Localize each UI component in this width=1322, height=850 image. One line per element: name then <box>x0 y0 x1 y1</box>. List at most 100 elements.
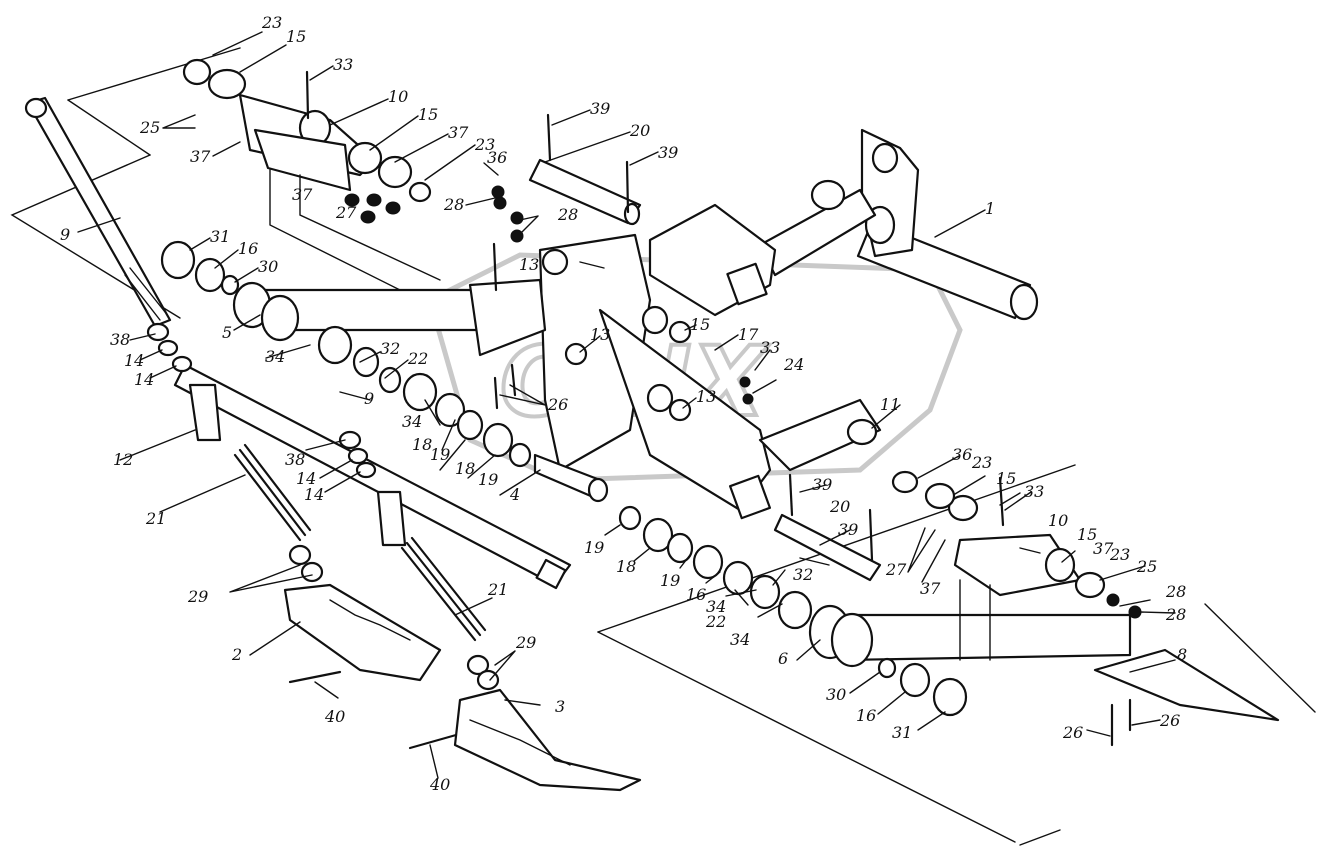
callout-23: 23 <box>474 135 495 154</box>
shaft-20-top <box>528 158 642 226</box>
callout-15: 15 <box>418 105 438 124</box>
callout-26: 26 <box>547 395 568 414</box>
arm-5 <box>232 278 547 357</box>
callout-10: 10 <box>388 87 408 106</box>
callout-32: 32 <box>793 565 813 584</box>
callout-11: 11 <box>880 395 900 414</box>
leader-lines <box>77 31 1176 779</box>
callout-19: 19 <box>584 538 604 557</box>
callout-40: 40 <box>429 775 450 794</box>
callout-13: 13 <box>590 325 610 344</box>
callout-39: 39 <box>812 475 832 494</box>
callout-33: 33 <box>760 338 780 357</box>
callout-16: 16 <box>856 706 876 725</box>
washers <box>146 322 956 510</box>
spring-21-right <box>400 536 487 642</box>
callout-23: 23 <box>1109 545 1130 564</box>
callout-18: 18 <box>616 557 636 576</box>
callout-25: 25 <box>139 118 160 137</box>
callout-18: 18 <box>412 435 432 454</box>
callout-33: 33 <box>1024 482 1044 501</box>
callout-22: 22 <box>407 349 428 368</box>
callout-25: 25 <box>1136 557 1157 576</box>
callout-20: 20 <box>829 497 850 516</box>
bolt-9-long <box>24 96 172 328</box>
callout-14: 14 <box>304 485 324 504</box>
callout-33: 33 <box>333 55 353 74</box>
shaft-20-bottom <box>773 513 882 582</box>
callout-30: 30 <box>258 257 278 276</box>
callout-37: 37 <box>190 147 211 166</box>
callout-31: 31 <box>210 227 230 246</box>
callout-13: 13 <box>519 255 539 274</box>
callout-38: 38 <box>110 330 130 349</box>
callout-15: 15 <box>1077 525 1097 544</box>
projection-lines <box>10 47 1316 846</box>
small-bolts <box>288 70 1132 750</box>
callout-13: 13 <box>696 387 716 406</box>
callout-38: 38 <box>285 450 305 469</box>
callout-1: 1 <box>985 199 995 218</box>
callout-21: 21 <box>145 509 166 528</box>
callout-19: 19 <box>478 470 498 489</box>
callout-28: 28 <box>1165 605 1186 624</box>
callout-34: 34 <box>730 630 750 649</box>
callout-23: 23 <box>261 13 282 32</box>
callout-39: 39 <box>590 99 610 118</box>
callout-5: 5 <box>222 323 232 342</box>
main-tube-1 <box>758 128 1039 321</box>
bracket-10-top <box>182 58 441 301</box>
callout-37: 37 <box>448 123 469 142</box>
callout-14: 14 <box>134 370 154 389</box>
callout-9: 9 <box>60 225 70 244</box>
callout-24: 24 <box>783 355 804 374</box>
callout-27: 27 <box>335 203 357 222</box>
callout-23: 23 <box>971 453 992 472</box>
callout-4: 4 <box>509 485 520 504</box>
callout-26: 26 <box>1062 723 1083 742</box>
callout-14: 14 <box>296 469 316 488</box>
callout-labels: 23 15 33 10 15 25 37 37 23 37 27 36 28 2… <box>60 13 1187 794</box>
spring-21-left <box>233 443 312 542</box>
callout-18: 18 <box>455 459 475 478</box>
rake-2 <box>283 544 442 682</box>
callout-36: 36 <box>487 148 507 167</box>
callout-16: 16 <box>686 585 706 604</box>
callout-40: 40 <box>324 707 345 726</box>
callout-15: 15 <box>996 469 1016 488</box>
callout-34: 34 <box>706 597 726 616</box>
callout-12: 12 <box>113 450 133 469</box>
callout-26: 26 <box>1159 711 1180 730</box>
callout-8: 8 <box>1177 645 1187 664</box>
callout-9: 9 <box>364 389 374 408</box>
callout-37: 37 <box>1093 539 1114 558</box>
callout-10: 10 <box>1048 511 1068 530</box>
callout-2: 2 <box>231 645 242 664</box>
callout-29: 29 <box>187 587 208 606</box>
callout-14: 14 <box>124 351 144 370</box>
rake-3 <box>453 654 642 792</box>
callout-34: 34 <box>265 347 285 366</box>
bracket-10-bottom <box>947 494 1142 661</box>
callout-19: 19 <box>660 571 680 590</box>
callout-15: 15 <box>690 315 710 334</box>
callout-19: 19 <box>430 445 450 464</box>
bearing-stack-left <box>160 240 609 503</box>
callout-37: 37 <box>292 185 313 204</box>
small-bushes <box>491 185 754 422</box>
callout-3: 3 <box>555 697 565 716</box>
callout-16: 16 <box>238 239 258 258</box>
callout-34: 34 <box>402 412 422 431</box>
callout-30: 30 <box>826 685 846 704</box>
arm-6 <box>808 604 1280 722</box>
callout-17: 17 <box>738 325 759 344</box>
callout-39: 39 <box>838 520 858 539</box>
callout-21: 21 <box>487 580 508 599</box>
callout-28: 28 <box>557 205 578 224</box>
callout-32: 32 <box>380 339 400 358</box>
callout-20: 20 <box>629 121 650 140</box>
callout-27: 27 <box>885 560 907 579</box>
callout-36: 36 <box>952 445 972 464</box>
callout-37: 37 <box>920 579 941 598</box>
